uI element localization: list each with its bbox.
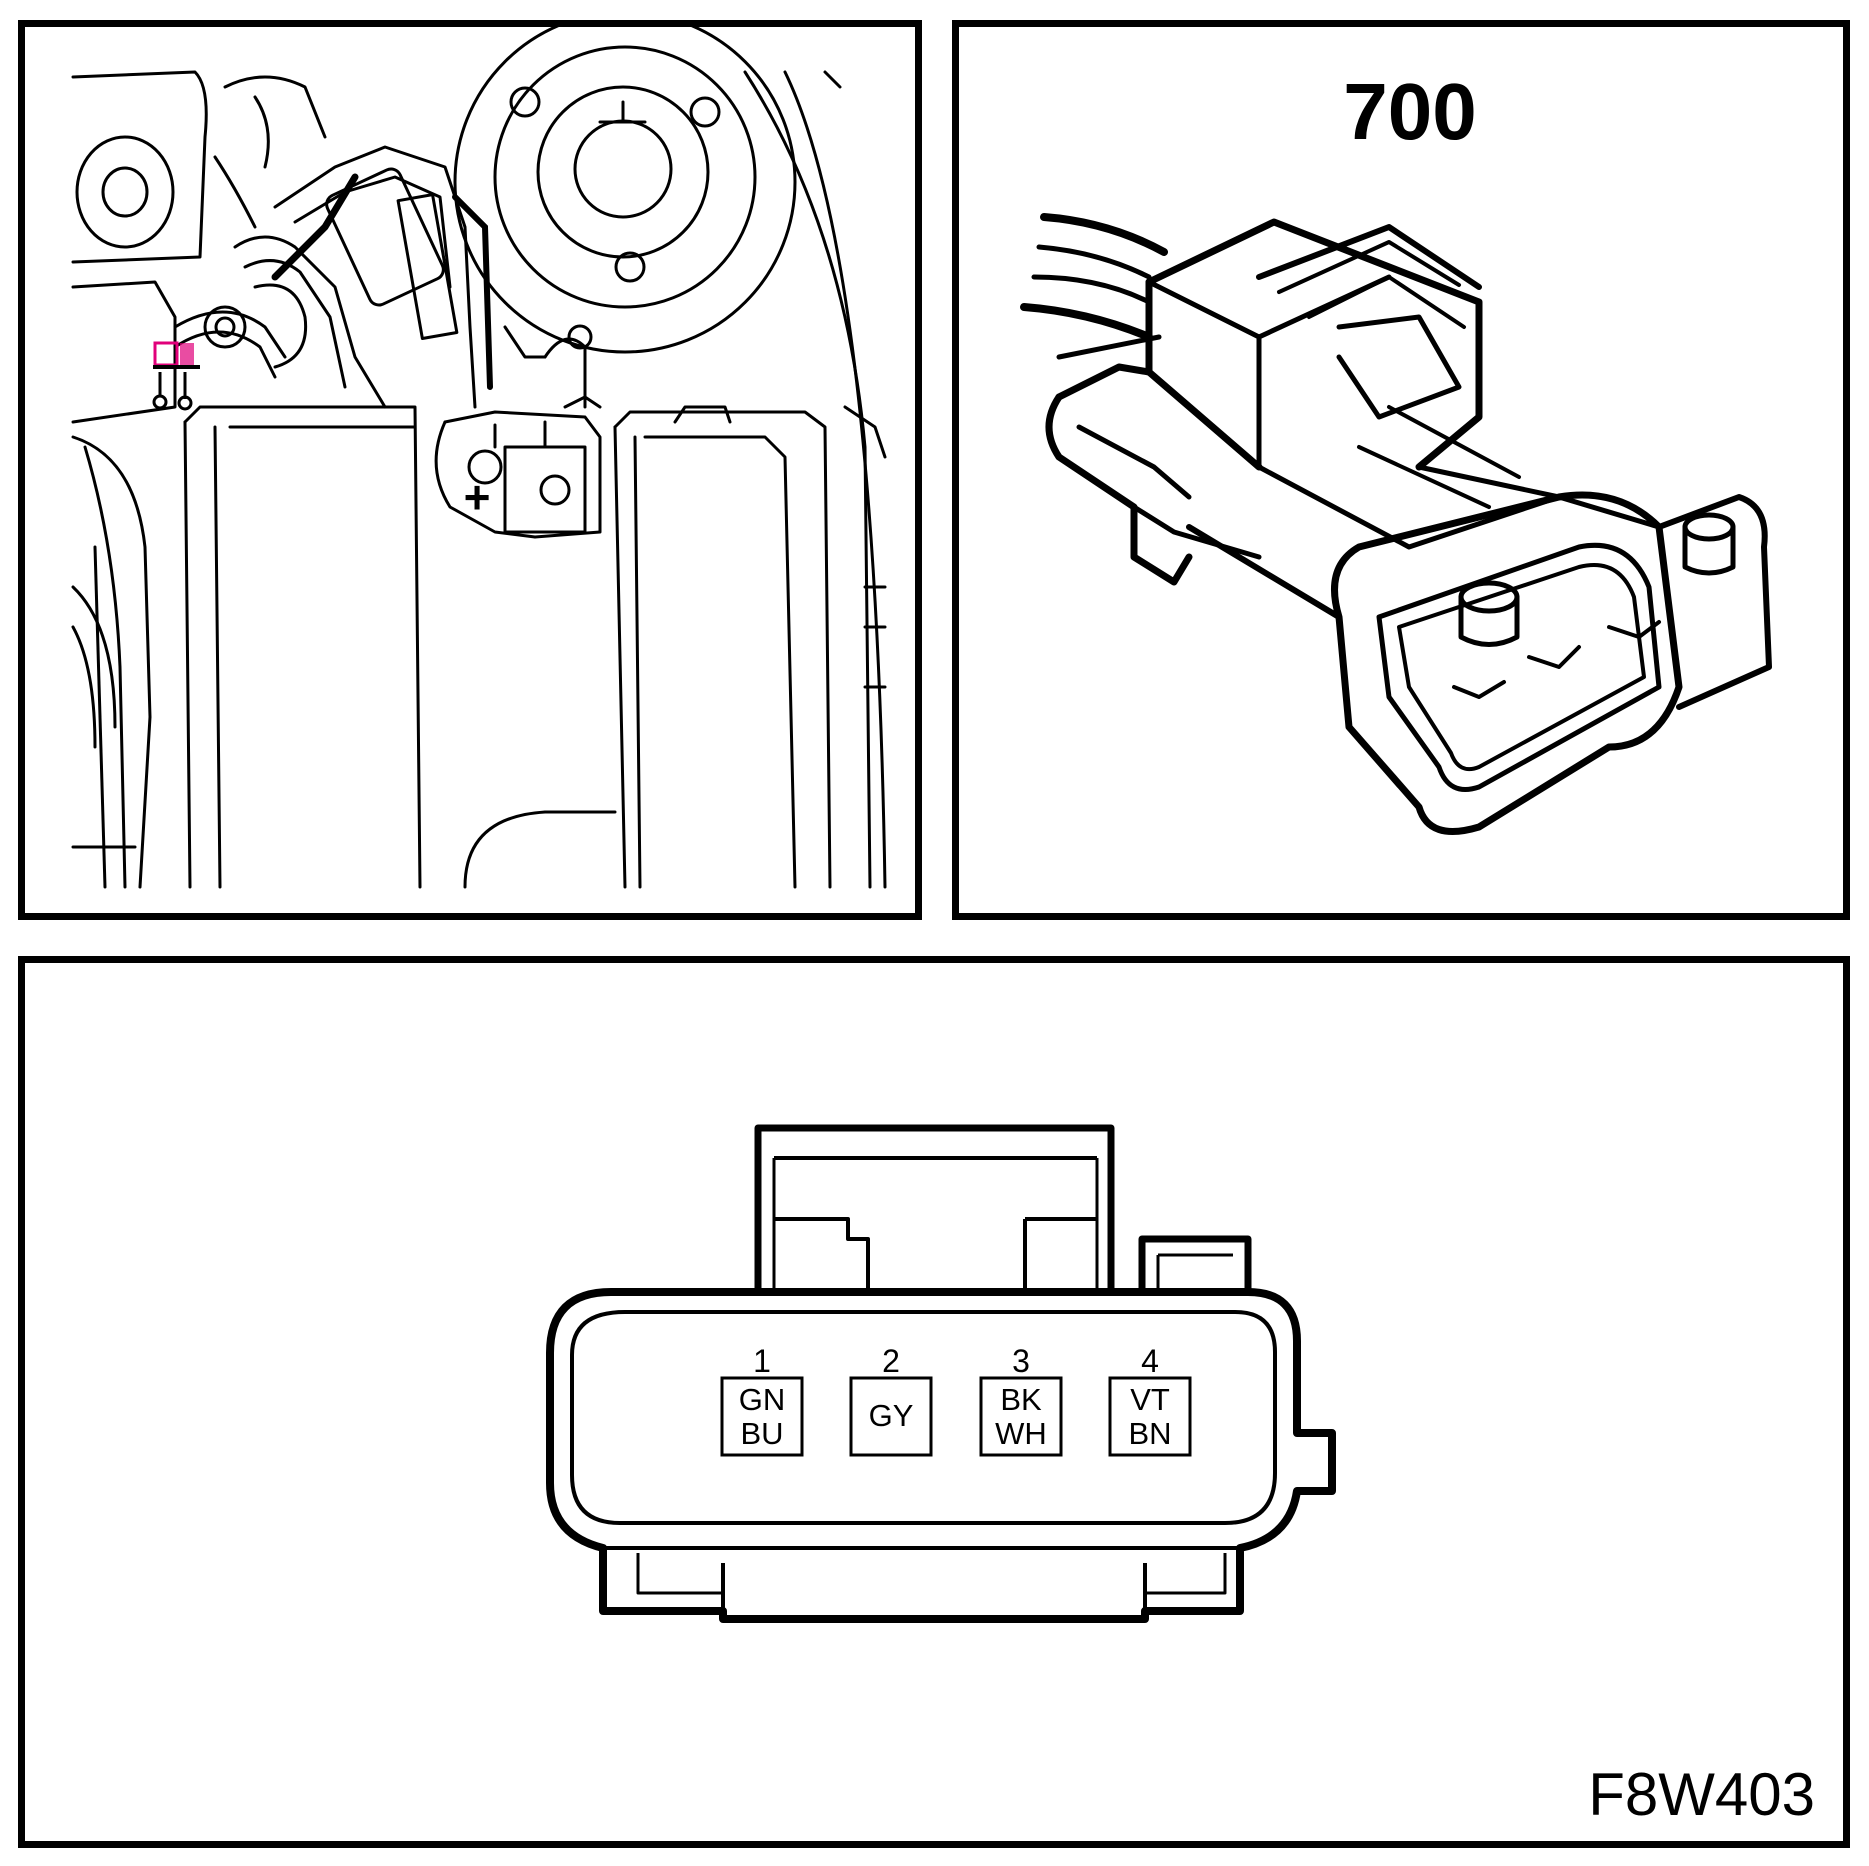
figure-id-label: F8W403 (1588, 1761, 1815, 1828)
pin-cavity-1: 1 GN BU (720, 1343, 804, 1457)
pin-number: 3 (1012, 1343, 1030, 1379)
connector-location-marker (152, 341, 200, 411)
pin-number: 1 (753, 1343, 771, 1379)
connector-view-panel: 700 (952, 20, 1850, 920)
pin-color-box (979, 1376, 1063, 1457)
pin-cavity-2: 2 GY (849, 1343, 933, 1457)
pin-wire-color-top: BK (1000, 1382, 1042, 1417)
pinout-face-diagram: 1 GN BU 2 GY 3 BK WH 4 VT BN F8W403 (546, 1124, 1815, 1828)
pin-wire-color-bottom: BU (740, 1416, 783, 1451)
pin-wire-color-bottom: WH (995, 1416, 1047, 1451)
pin-cavity-3: 3 BK WH (979, 1343, 1063, 1457)
connector-3d-illustration: 700 (1020, 67, 1772, 835)
engine-bay-illustration: + (71, 27, 887, 889)
connector-number-label: 700 (1343, 67, 1476, 156)
pinout-panel: 1 GN BU 2 GY 3 BK WH 4 VT BN F8W403 (18, 956, 1850, 1848)
pin-number: 2 (882, 1343, 900, 1379)
pin-number: 4 (1141, 1343, 1159, 1379)
pin-wire-color-bottom: BN (1128, 1416, 1171, 1451)
pin-wire-color-top: VT (1130, 1382, 1170, 1417)
pin-color-box (1108, 1376, 1192, 1457)
pin-wire-color-top: GN (739, 1382, 786, 1417)
location-panel: + (18, 20, 922, 920)
pin-cavity-4: 4 VT BN (1108, 1343, 1192, 1457)
pin-color-box (849, 1376, 933, 1457)
battery-positive-symbol: + (464, 471, 491, 523)
pin-wire-color-top: GY (869, 1398, 914, 1433)
pin-color-box (720, 1376, 804, 1457)
